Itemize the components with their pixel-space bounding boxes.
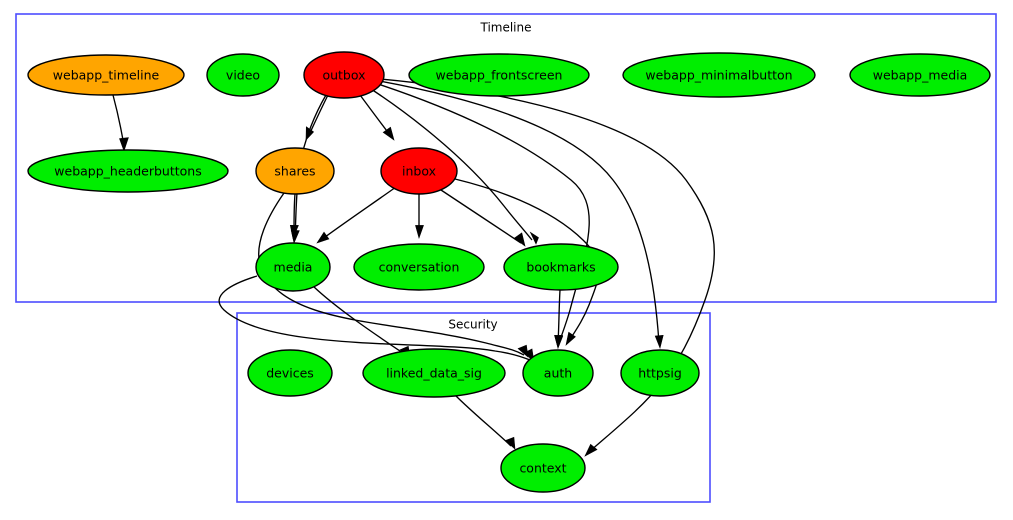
node-media[interactable]: media [255,242,331,292]
node-shape-outbox[interactable] [303,51,385,99]
edge-webapp_timeline-to-webapp_headerbuttons [112,94,129,152]
node-shape-conversation[interactable] [353,243,485,291]
node-shape-httpsig[interactable] [620,349,700,397]
node-bookmarks[interactable]: bookmarks [503,243,619,291]
node-shape-context[interactable] [500,443,586,493]
edge-layer [112,78,715,457]
edge-line [370,88,533,241]
edge-inbox-to-bookmarks [440,189,526,247]
node-shape-video[interactable] [206,53,280,97]
node-context[interactable]: context [500,443,586,493]
node-webapp_headerbuttons[interactable]: webapp_headerbuttons [27,149,229,193]
edge-line [258,192,525,356]
cluster-label-timeline: Timeline [479,21,531,35]
node-shape-shares[interactable] [255,147,335,195]
edge-outbox-to-inbox [359,94,395,141]
cluster-border-security [236,312,711,503]
node-shape-webapp_headerbuttons[interactable] [27,149,229,193]
edge-shares-to-media [289,193,299,239]
node-devices[interactable]: devices [247,349,333,397]
edge-arrowhead [584,443,598,457]
edge-arrowhead [504,436,516,450]
node-shape-webapp_minimalbutton[interactable] [622,52,816,98]
edge-arrowhead [289,224,299,239]
edge-arrowhead [316,231,330,244]
edge-line [440,189,522,244]
edge-arrowhead [554,334,564,349]
edge-inbox-to-media [316,186,397,244]
edge-line [218,275,531,361]
cluster-timeline: Timeline [15,13,997,303]
edge-arrowhead [119,137,129,152]
node-shape-webapp_media[interactable] [849,53,991,97]
node-outbox[interactable]: outbox [303,51,385,99]
edge-outbox-to-auth [377,83,590,349]
edge-outbox-to-shares [305,94,329,141]
node-linked_data_sig[interactable]: linked_data_sig [362,348,506,398]
node-shape-auth[interactable] [522,349,594,397]
edge-arrowhead [529,231,539,245]
node-shape-linked_data_sig[interactable] [362,348,506,398]
node-inbox[interactable]: inbox [380,147,458,195]
edge-line [312,285,407,356]
edge-arrowhead [654,334,664,349]
node-shape-devices[interactable] [247,349,333,397]
node-shape-bookmarks[interactable] [503,243,619,291]
edge-arrowhead [415,225,424,239]
node-shape-webapp_frontscreen[interactable] [408,53,590,97]
node-shape-media[interactable] [255,242,331,292]
edge-media-to-linked_data_sig [312,285,411,359]
node-video[interactable]: video [206,53,280,97]
node-layer: webapp_timeline video outbox webapp_frontsc… [27,51,991,493]
edge-line [308,94,329,136]
node-shape-inbox[interactable] [380,147,458,195]
edge-line [320,186,397,241]
edge-linked_data_sig-to-context [454,394,516,450]
cluster-border-timeline [15,13,997,303]
edge-arrowhead [382,126,395,141]
edge-line [359,94,391,136]
edge-arrowhead [513,232,526,247]
node-shares[interactable]: shares [255,147,335,195]
edge-inbox-to-conversation [415,194,424,239]
node-webapp_frontscreen[interactable]: webapp_frontscreen [408,53,590,97]
node-webapp_minimalbutton[interactable]: webapp_minimalbutton [622,52,816,98]
cluster-label-security: Security [448,318,497,332]
edge-line [377,83,590,344]
edge-outbox-to-httpsig [378,80,664,349]
edge-bookmarks-to-auth [554,289,564,349]
node-webapp_media[interactable]: webapp_media [849,53,991,97]
cluster-security: Security [236,312,711,503]
node-httpsig[interactable]: httpsig [620,349,700,397]
node-shape-webapp_timeline[interactable] [27,54,185,96]
edge-line [454,394,512,447]
node-conversation[interactable]: conversation [353,243,485,291]
edge-line [378,80,660,344]
edge-outbox-to-bookmarks [370,88,539,245]
node-webapp_timeline[interactable]: webapp_timeline [27,54,185,96]
edge-arrowhead [565,331,576,346]
node-auth[interactable]: auth [522,349,594,397]
